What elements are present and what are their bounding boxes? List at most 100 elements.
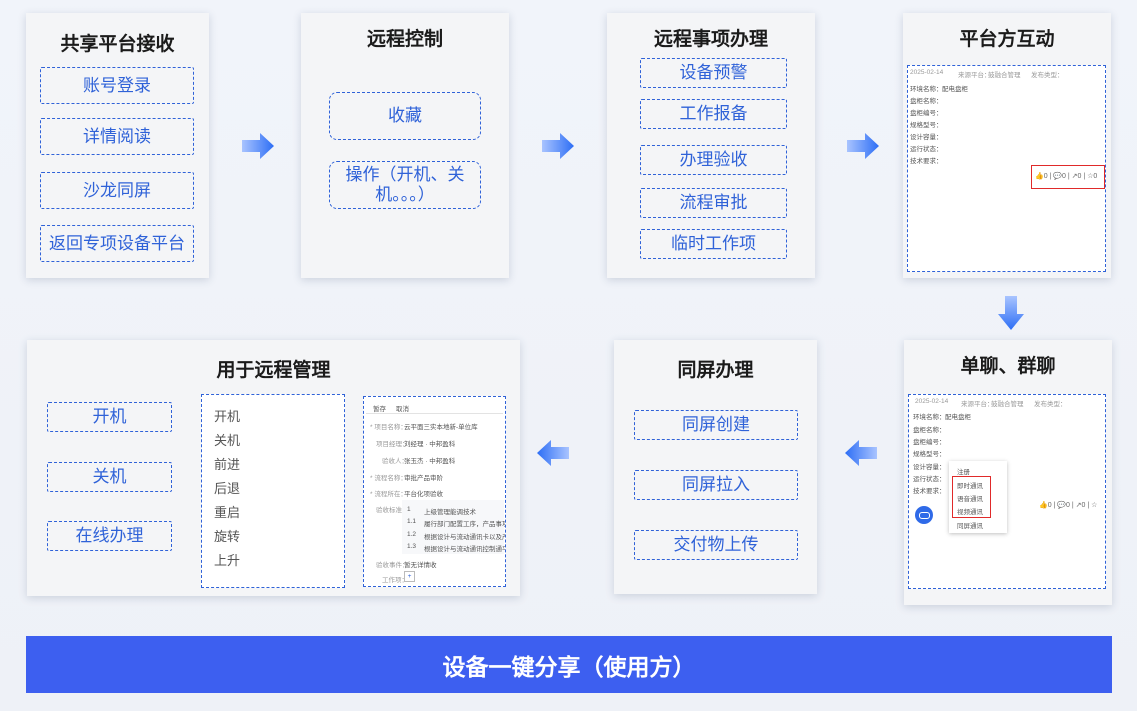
command-item[interactable]: 开机 [214, 409, 241, 424]
card-screen-share: 同屏办理 同屏创建 同屏拉入 交付物上传 [614, 340, 817, 594]
power-off-box[interactable]: 关机 [47, 462, 172, 492]
popup-instant-msg[interactable]: 即时通讯 [957, 483, 983, 490]
power-on-box[interactable]: 开机 [47, 402, 172, 432]
table-index: 1 [407, 506, 411, 513]
command-item[interactable]: 上升 [214, 553, 241, 568]
field-label: 运行状态： [910, 146, 943, 153]
field-label: 设计容量： [910, 134, 943, 141]
toolbar-cancel[interactable]: 取消 [396, 406, 409, 413]
form-label: 验收事件： [376, 562, 409, 569]
card-remote-control: 远程控制 收藏 操作（开机、关机。。。） [301, 13, 509, 278]
toolbar-divider [366, 413, 503, 414]
popup-screen-share[interactable]: 同屏通讯 [957, 523, 983, 530]
form-value: 暂无详情收 [404, 562, 437, 569]
card-remote-management: 用于远程管理 开机 关机 在线办理 开机 关机 前进 后退 重启 旋转 上升 暂… [27, 340, 520, 596]
form-label: * 流程所在： [370, 491, 407, 498]
popup-video[interactable]: 视频通讯 [957, 509, 983, 516]
device-warning-box[interactable]: 设备预警 [640, 58, 787, 88]
table-text: 履行部门配置工序，产品事项配置工序 [424, 521, 505, 528]
card-chat: 单聊、群聊 2025-02-14 来源平台： 鼓融合管理 发布类型： 环境名称：… [904, 340, 1112, 605]
meta-source: 来源平台： [961, 401, 994, 408]
meta-type: 发布类型： [1034, 401, 1067, 408]
command-list-panel: 开机 关机 前进 后退 重启 旋转 上升 [201, 394, 345, 588]
chat-bubble-icon[interactable] [915, 506, 933, 524]
meta-date: 2025-02-14 [910, 69, 944, 76]
card-platform-receive: 共享平台接收 账号登录 详情阅读 沙龙同屏 返回专项设备平台 [26, 13, 209, 278]
form-label: 验收标准： [376, 507, 409, 514]
table-text: 根据设计与流动通讯卡以及产品平台中控制 [424, 534, 505, 541]
form-label: 工作项： [382, 577, 408, 584]
field-label: 盘柜编号： [910, 110, 943, 117]
card-platform-interaction: 平台方互动 2025-02-14 来源平台： 鼓融合管理 发布类型： 环境名称：… [903, 13, 1111, 278]
create-share-box[interactable]: 同屏创建 [634, 410, 798, 440]
left-arrow-icon [537, 440, 569, 466]
field-label: 环境名称： [913, 414, 946, 421]
return-platform-box[interactable]: 返回专项设备平台 [40, 225, 194, 262]
table-index: 1.1 [407, 518, 417, 525]
card-title: 用于远程管理 [216, 360, 331, 381]
card-title: 远程事项办理 [653, 29, 768, 50]
form-label: * 项目名称： [370, 424, 407, 431]
meta-type: 发布类型： [1031, 72, 1064, 79]
field-label: 环境名称： [910, 86, 943, 93]
work-report-box[interactable]: 工作报备 [640, 99, 787, 129]
form-label: 项目经理： [376, 441, 409, 448]
chat-popup-menu: 注册 即时通讯 语音通讯 视频通讯 同屏通讯 [949, 461, 1007, 533]
table-index: 1.3 [407, 543, 417, 550]
right-arrow-icon [542, 133, 574, 159]
popup-voice[interactable]: 语音通讯 [957, 496, 983, 503]
form-value: 审批产品审阶 [404, 475, 443, 482]
field-label: 设计容量： [913, 464, 946, 471]
chat-preview-panel: 2025-02-14 来源平台： 鼓融合管理 发布类型： 环境名称： 配电盘柜 … [908, 394, 1106, 589]
bottom-banner: 设备一键分享（使用方） [26, 636, 1112, 693]
toolbar-save[interactable]: 暂存 [373, 406, 386, 413]
card-title: 平台方互动 [959, 29, 1055, 50]
salon-share-box[interactable]: 沙龙同屏 [40, 172, 194, 209]
card-remote-affairs: 远程事项办理 设备预警 工作报备 办理验收 流程审批 临时工作项 [607, 13, 815, 278]
field-label: 运行状态： [913, 476, 946, 483]
right-arrow-icon [242, 133, 274, 159]
upload-deliverable-box[interactable]: 交付物上传 [634, 530, 798, 560]
interaction-icons[interactable]: 👍0 | 💬0 | ↗0 | ☆ [1039, 502, 1098, 509]
form-label: * 流程名称： [370, 475, 407, 482]
pull-share-box[interactable]: 同屏拉入 [634, 470, 798, 500]
command-item[interactable]: 后退 [214, 481, 241, 496]
operate-box[interactable]: 操作（开机、关机。。。） [329, 161, 481, 209]
field-value: 配电盘柜 [942, 86, 968, 93]
detail-preview-panel: 2025-02-14 来源平台： 鼓融合管理 发布类型： 环境名称： 配电盘柜 … [907, 65, 1106, 272]
card-title: 同屏办理 [677, 360, 754, 381]
card-title: 远程控制 [366, 29, 443, 50]
field-label: 盘柜名称： [913, 427, 946, 434]
add-work-item-button[interactable]: + [404, 571, 415, 582]
field-label: 盘柜编号： [913, 439, 946, 446]
interaction-icons-highlight [1031, 165, 1105, 189]
left-arrow-icon [845, 440, 877, 466]
online-handle-box[interactable]: 在线办理 [47, 521, 172, 551]
command-item[interactable]: 前进 [214, 457, 241, 472]
acceptance-table: 1 上级管理能调技术 1.1 履行部门配置工序，产品事项配置工序 1.2 根据设… [402, 500, 505, 554]
field-label: 规格型号： [910, 122, 943, 129]
card-title: 单聊、群聊 [960, 356, 1056, 377]
command-item[interactable]: 旋转 [214, 529, 241, 544]
table-index: 1.2 [407, 531, 417, 538]
form-value: 平台化项验收 [404, 491, 443, 498]
process-approval-box[interactable]: 流程审批 [640, 188, 787, 218]
field-value: 配电盘柜 [945, 414, 971, 421]
popup-register[interactable]: 注册 [957, 469, 970, 476]
form-value: 刘经理 · 中邦盈科 [404, 441, 456, 448]
temp-work-box[interactable]: 临时工作项 [640, 229, 787, 259]
table-text: 根据设计与流动通讯控制通平台通讯卡阶段 [424, 546, 505, 553]
interaction-icons[interactable]: 👍0 | 💬0 | ↗0 | ☆0 [1035, 173, 1098, 180]
meta-source: 来源平台： [958, 72, 991, 79]
meta-source-value: 鼓融合管理 [988, 72, 1021, 79]
field-label: 技术要求： [910, 158, 943, 165]
form-value: 张玉杰 · 中邦盈科 [404, 458, 456, 465]
acceptance-form-panel: 暂存 取消 * 项目名称： 云平面三实本地新-单位库 项目经理： 刘经理 · 中… [363, 396, 506, 587]
meta-date: 2025-02-14 [915, 398, 949, 405]
acceptance-box[interactable]: 办理验收 [640, 145, 787, 175]
command-item[interactable]: 关机 [214, 433, 241, 448]
detail-read-box[interactable]: 详情阅读 [40, 118, 194, 155]
command-item[interactable]: 重启 [214, 505, 241, 520]
favorite-box[interactable]: 收藏 [329, 92, 481, 140]
login-box[interactable]: 账号登录 [40, 67, 194, 104]
